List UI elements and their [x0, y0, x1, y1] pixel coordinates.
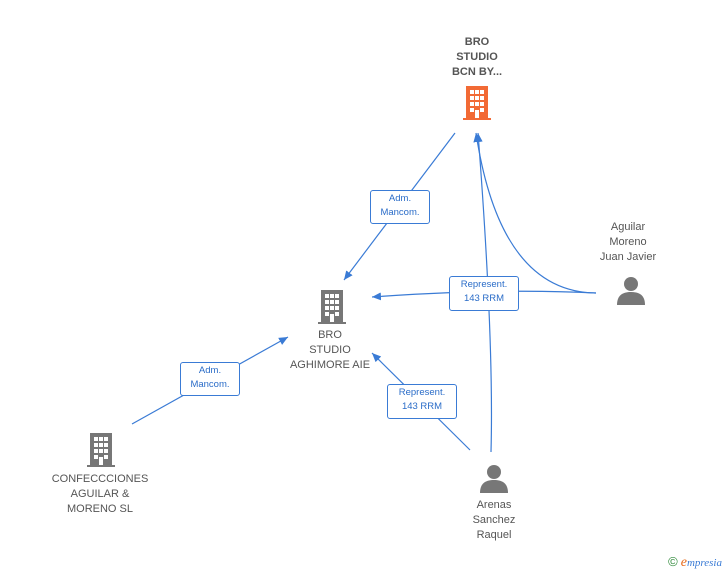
edge-label-line: Represent. — [460, 279, 508, 290]
node-label-line: Juan Javier — [599, 251, 657, 263]
edge-label-line: 143 RRM — [463, 293, 505, 304]
edge-label-line: Represent. — [398, 387, 446, 398]
edge-label-represent-bottom[interactable]: Represent. 143 RRM — [387, 384, 457, 419]
node-label-line: Arenas — [476, 499, 512, 511]
node-label-bro-studio-aghimore[interactable]: BRO STUDIO AGHIMORE AIE — [275, 328, 385, 373]
building-icon — [87, 433, 115, 467]
node-label-line: BRO — [318, 329, 342, 341]
node-label-line: CONFECCCIONES — [51, 473, 149, 485]
node-label-arenas[interactable]: Arenas Sanchez Raquel — [454, 498, 534, 543]
node-label-line: AGHIMORE AIE — [289, 359, 371, 371]
edge-label-adm-mancom-left[interactable]: Adm. Mancom. — [180, 362, 240, 396]
node-label-line: BRO — [464, 36, 490, 48]
edge-line-arenas-bcn — [474, 132, 493, 453]
node-label-line: Moreno — [609, 236, 647, 248]
edge-label-adm-mancom-top[interactable]: Adm. Mancom. — [370, 190, 430, 224]
building-icon — [318, 290, 346, 324]
node-label-confecciones[interactable]: CONFECCCIONES AGUILAR & MORENO SL — [38, 472, 162, 517]
node-label-line: Sanchez — [472, 514, 516, 526]
person-icon — [480, 465, 508, 493]
edge-label-line: 143 RRM — [401, 401, 443, 412]
node-label-line: MORENO SL — [66, 503, 133, 515]
node-label-aguilar[interactable]: Aguilar Moreno Juan Javier — [588, 220, 668, 265]
copyright-icon: © — [668, 554, 678, 569]
edge-label-line: Mancom. — [190, 379, 230, 390]
edge-label-line: Mancom. — [380, 207, 420, 218]
node-label-line: BCN BY... — [451, 66, 503, 78]
edge-label-line: Adm. — [198, 365, 222, 376]
brand-e: e — [680, 555, 687, 570]
node-label-line: Aguilar — [610, 221, 646, 233]
node-label-line: Raquel — [476, 529, 512, 541]
node-label-line: STUDIO — [456, 51, 498, 63]
node-label-line: STUDIO — [309, 344, 351, 356]
person-icon — [617, 277, 645, 305]
edge-line-aguilar-bcn — [473, 132, 597, 294]
edge-label-represent-right[interactable]: Represent. 143 RRM — [449, 276, 519, 311]
node-label-line: AGUILAR & — [70, 488, 130, 500]
building-icon — [463, 86, 491, 120]
edge-label-line: Adm. — [388, 193, 412, 204]
brand-text: mpresia — [686, 557, 722, 569]
brand-logo: ©empresia — [668, 554, 722, 571]
node-label-bro-studio-bcn[interactable]: BRO STUDIO BCN BY... — [427, 35, 527, 80]
